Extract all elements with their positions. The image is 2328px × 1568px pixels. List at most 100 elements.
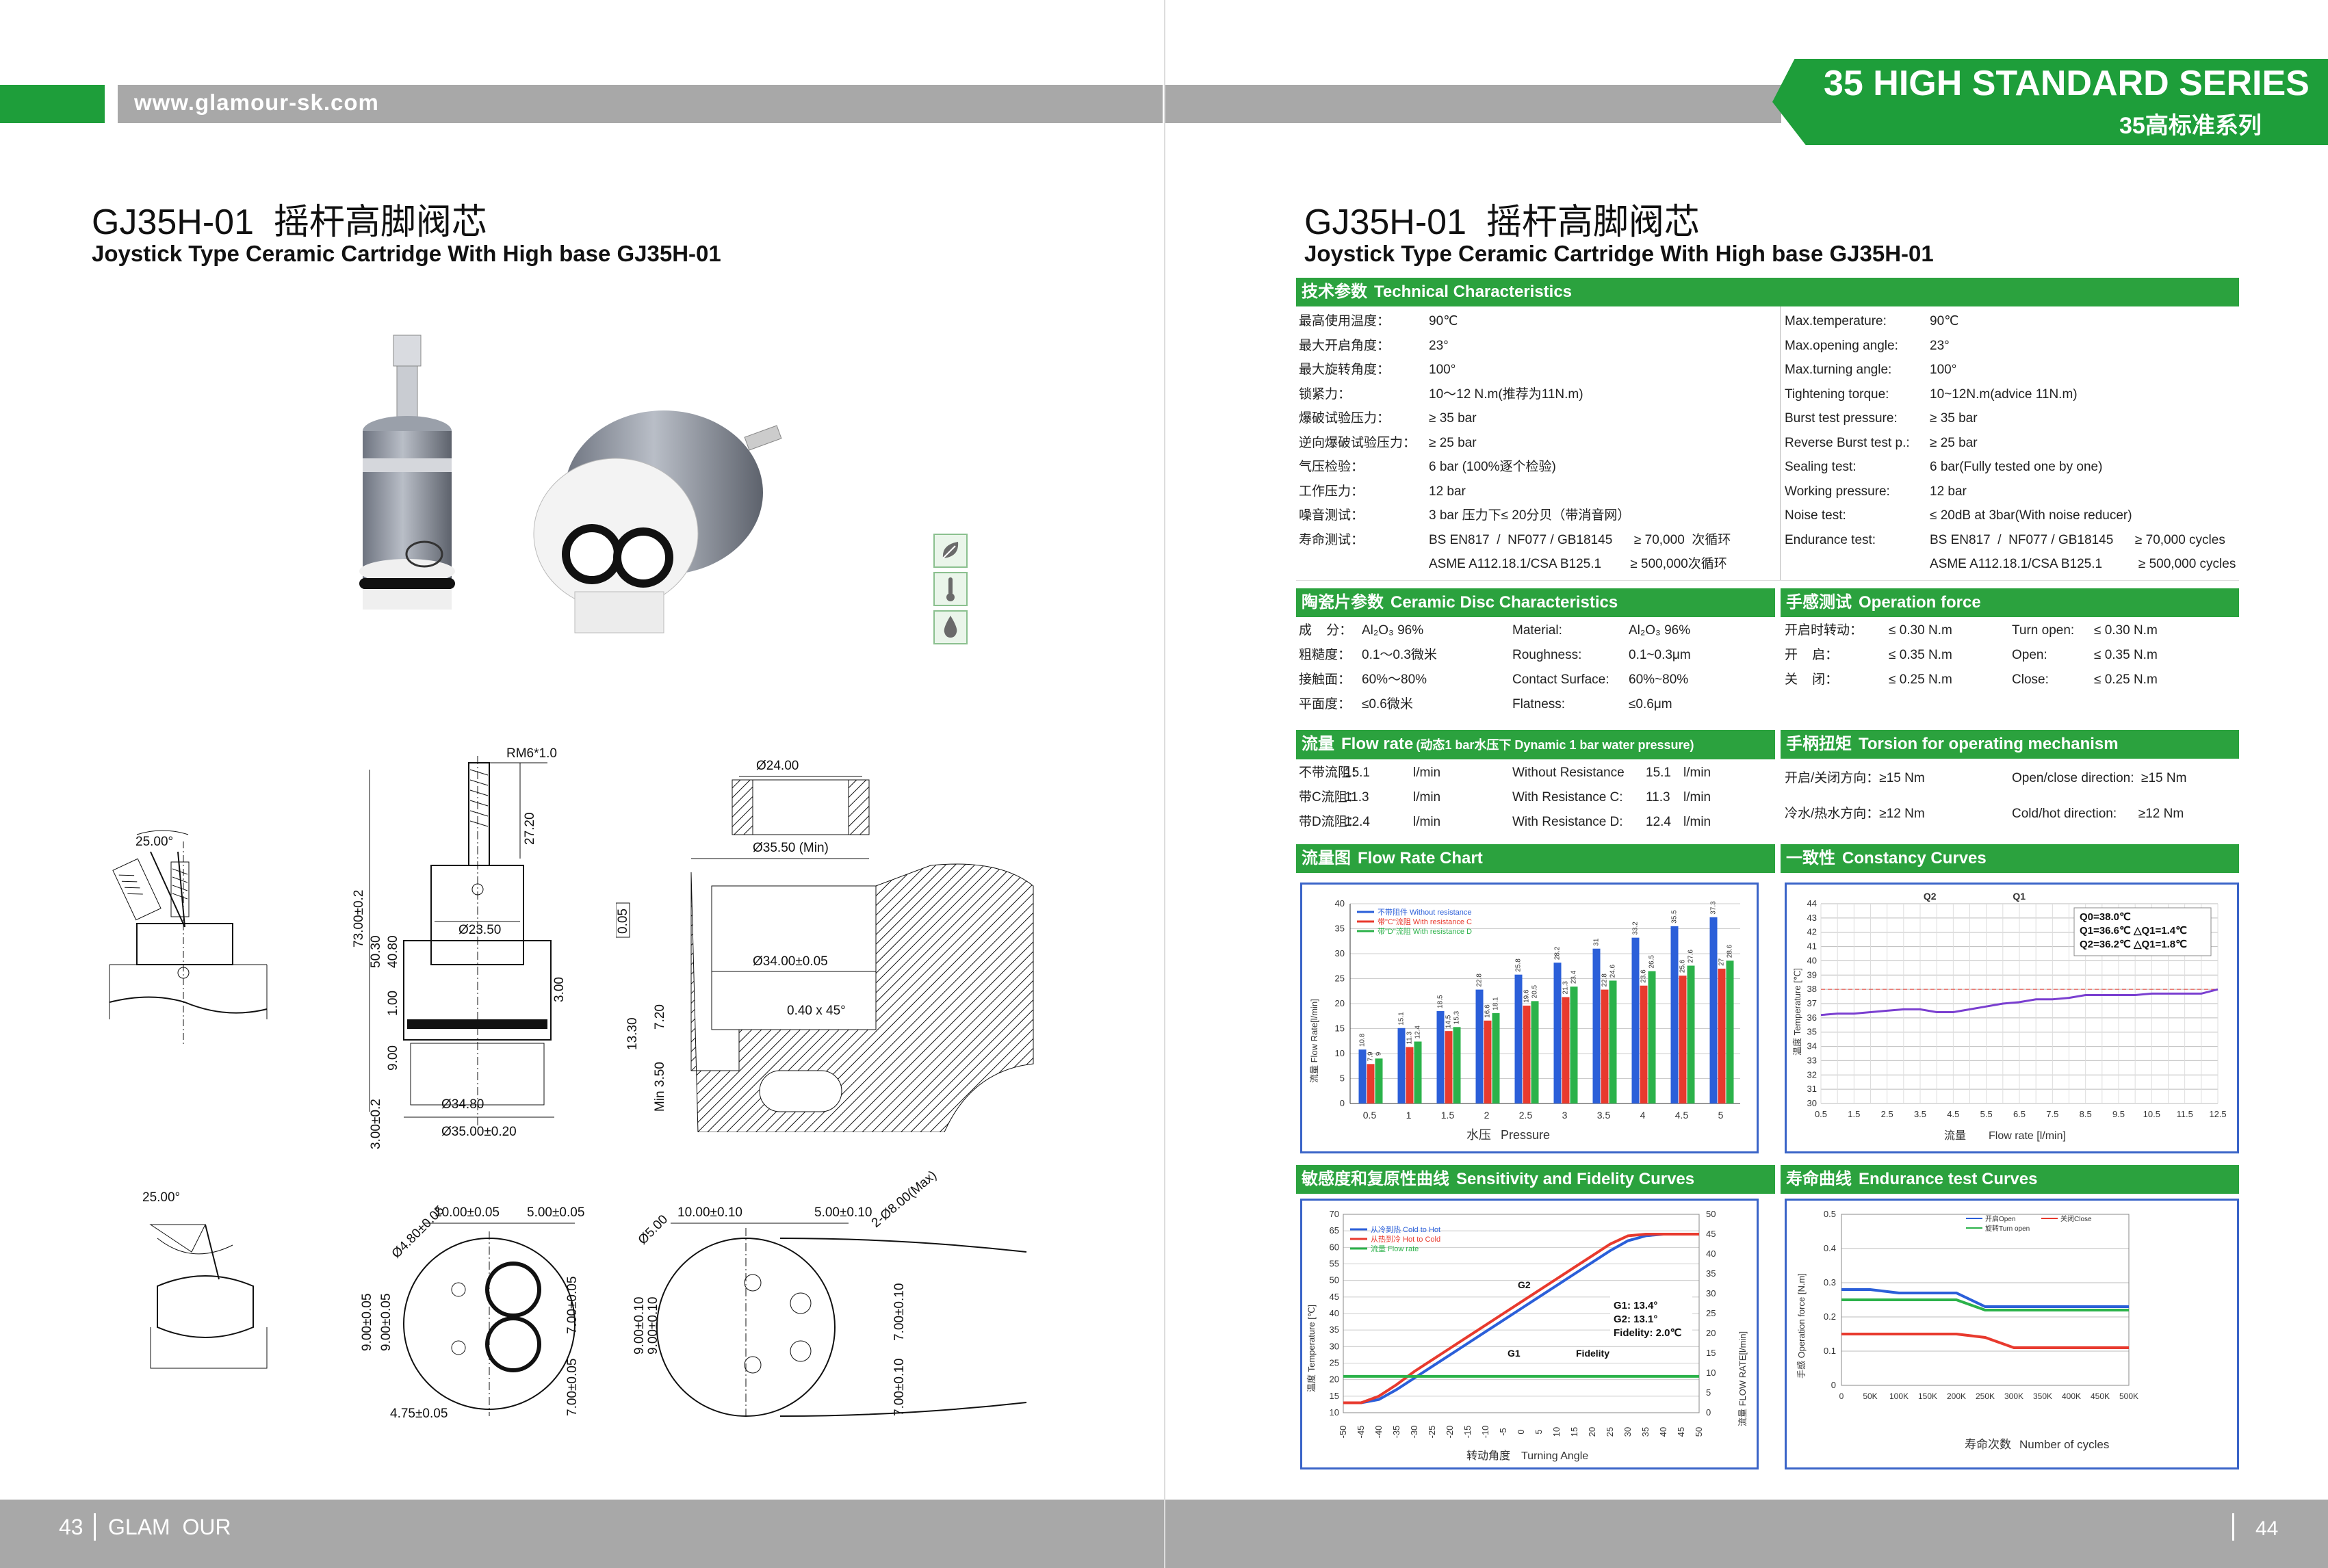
right-title-cn: GJ35H-01 摇杆高脚阀芯 (1304, 202, 1700, 242)
constancy-title-en: Constancy Curves (1842, 849, 1987, 867)
dim-min350: Min 3.50 (653, 1062, 667, 1112)
left-title-cn: GJ35H-01 摇杆高脚阀芯 (92, 202, 487, 242)
x-tick-label: -35 (1391, 1426, 1401, 1439)
right-title-en: Joystick Type Ceramic Cartridge With Hig… (1304, 241, 1934, 266)
dim-9: 9.00 (386, 1045, 400, 1071)
x-axis-label-cn: 流量 (1944, 1129, 1966, 1142)
ceramic-cell: 成 分： (1299, 623, 1353, 638)
operation-cell: ≤ 0.25 N.m (1889, 672, 1952, 687)
constancy-title-cn: 一致性 (1786, 849, 1835, 867)
operation-cell: Close: (2012, 672, 2049, 687)
tech-divider (1780, 306, 1781, 580)
x-tick-label: 15 (1569, 1427, 1579, 1437)
data-label: 23.6 (1640, 969, 1648, 983)
website-url[interactable]: www.glamour-sk.com (134, 90, 379, 115)
bar (1592, 948, 1601, 1103)
y-tick-label: 60 (1330, 1242, 1339, 1252)
data-label: 18.1 (1492, 997, 1500, 1010)
operation-cell: ≤ 0.25 N.m (2094, 672, 2158, 687)
tech-en-label: Working pressure: (1785, 484, 1890, 499)
d5-c: Ø4.80±0.05 (389, 1203, 448, 1262)
torsion-header-en: Torsion for operating mechanism (1859, 735, 2119, 753)
product-photo (359, 335, 782, 633)
x-tick-label: -15 (1462, 1426, 1473, 1439)
x-tick-label: 35 (1640, 1427, 1651, 1437)
mark-g2: G2 (1518, 1279, 1531, 1290)
ceramic-header-cn: 陶瓷片参数 (1302, 593, 1384, 612)
dim-d34b: Ø34.00±0.05 (753, 954, 828, 969)
dim-d24: Ø24.00 (756, 759, 799, 773)
x-tick-label: 100K (1889, 1391, 1909, 1401)
x-axis-label-cn: 转动角度 (1466, 1450, 1510, 1462)
bar (1640, 985, 1648, 1103)
tech-en-value: 10~12N.m(advice 11N.m) (1930, 387, 2078, 402)
bar (1648, 971, 1656, 1103)
y-axis-label: 手感 Operation force [N.m] (1796, 1273, 1807, 1378)
brand-name: GLAM OUR (108, 1515, 231, 1539)
tech-en-label: Max.temperature: (1785, 314, 1887, 328)
data-label: 15.1 (1398, 1012, 1406, 1025)
x-tick-label: 2 (1484, 1110, 1490, 1121)
flow-chart-title-cn: 流量图 (1302, 849, 1351, 867)
bar (1453, 1027, 1461, 1103)
tech-en-label: Max.turning angle: (1785, 363, 1892, 377)
dim-d35: Ø35.00±0.20 (441, 1125, 517, 1139)
torsion-cell: 开启/关闭方向：≥15 Nm (1785, 771, 1925, 785)
bar (1531, 1001, 1539, 1103)
x-axis-label: Number of cycles (2019, 1438, 2109, 1451)
x-tick-label: 500K (2119, 1391, 2138, 1401)
tech-cn-label: 工作压力： (1299, 484, 1365, 499)
data-label: 22.8 (1476, 974, 1484, 987)
footer-divider (94, 1513, 96, 1541)
x-tick-label: -45 (1356, 1426, 1366, 1439)
tech-en-label: Endurance test: (1785, 532, 1876, 547)
flow-cell: 11.3 (1345, 790, 1369, 805)
x-tick-label: 400K (2062, 1391, 2081, 1401)
left-title-en: Joystick Type Ceramic Cartridge With Hig… (92, 241, 721, 266)
x-tick-label: 5 (1534, 1429, 1544, 1434)
x-tick-label: 6.5 (2013, 1109, 2026, 1119)
flow-cell: l/min (1683, 766, 1711, 780)
data-label: 35.5 (1671, 910, 1679, 924)
data-label: 27 (1718, 958, 1726, 966)
drawing-bottom-view-1: 10.00±0.05 5.00±0.05 Ø4.80±0.05 9.00±0.0… (360, 1203, 584, 1421)
flow-chart-title-en: Flow Rate Chart (1358, 849, 1483, 867)
x-tick-label: 7.5 (2046, 1109, 2058, 1119)
tech-header-en: Technical Characteristics (1374, 283, 1573, 301)
bar (1514, 974, 1523, 1103)
operation-header-cn: 手感测试 (1786, 593, 1852, 612)
page-spine (1164, 0, 1165, 1568)
tech-cn-value: 100° (1429, 363, 1456, 377)
endurance-title-en: Endurance test Curves (1859, 1170, 2038, 1188)
y-tick-label: 0 (1340, 1098, 1345, 1108)
data-label: 22.8 (1601, 974, 1609, 987)
flow-cell: l/min (1413, 815, 1441, 829)
tech-en-label: Reverse Burst test p.: (1785, 435, 1910, 450)
dim-chamfer: 0.40 x 45° (787, 1004, 846, 1018)
y-tick-label: 70 (1330, 1209, 1339, 1219)
y-tick-label: 34 (1807, 1041, 1817, 1051)
bar (1709, 917, 1718, 1103)
tech-en-value: ≥ 25 bar (1930, 435, 1978, 450)
left-green-tab (0, 85, 105, 123)
bar (1601, 989, 1609, 1103)
d6-v1: 9.00±0.10 (632, 1297, 647, 1355)
legend-label: 开启Open (1985, 1214, 2015, 1223)
operation-cell: 开启时转动： (1785, 623, 1863, 638)
right-page-number: 44 (2255, 1517, 2279, 1540)
drawing-bottom-view-2: 10.00±0.10 5.00±0.10 2-Ø8.00(Max) Ø5.00 … (632, 1168, 1027, 1420)
x-tick-label: -5 (1498, 1428, 1508, 1436)
flow-cell: 15.1 (1646, 766, 1671, 780)
ceramic-cell: Roughness: (1512, 648, 1582, 662)
drawing-lever-angle: 25.00° (109, 830, 268, 1047)
y-tick-label: 37 (1807, 998, 1817, 1008)
series-line (1343, 1233, 1699, 1404)
data-label: 31 (1593, 938, 1601, 946)
x-axis-label: Flow rate [l/min] (1989, 1130, 2066, 1142)
data-label: 15.3 (1453, 1010, 1461, 1024)
flow-cell: 15.1 (1345, 766, 1370, 780)
sensitivity-chart: 1015202530354045505560657005101520253035… (1306, 1209, 1748, 1462)
